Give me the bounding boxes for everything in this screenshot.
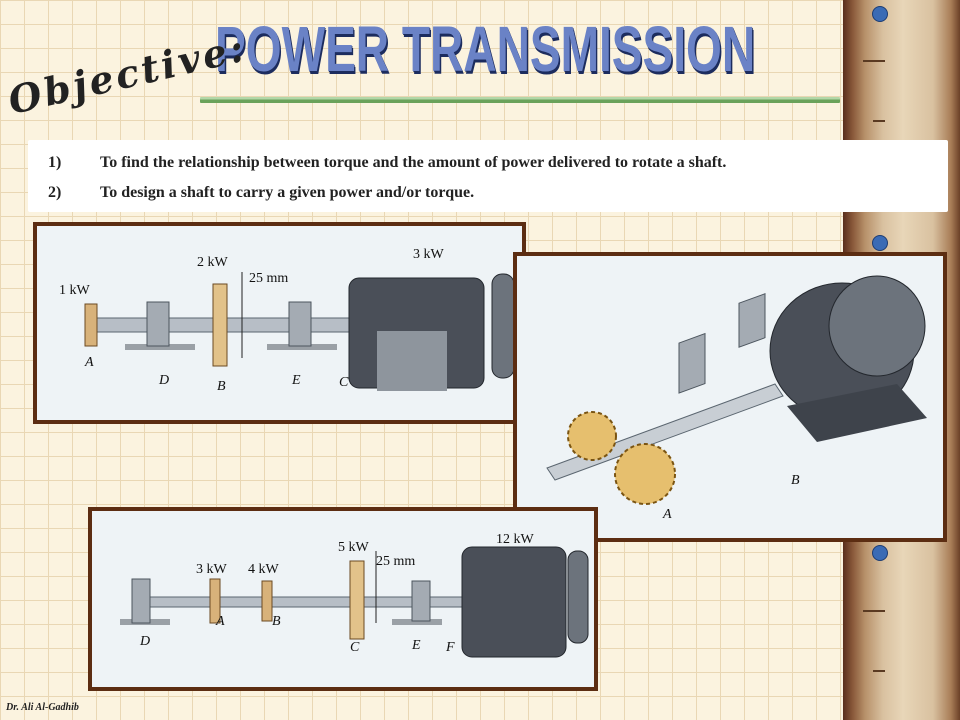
point-label: B [272,614,281,629]
power-label: 3 kW [196,562,228,577]
power-label: 4 kW [248,562,280,577]
motor-cover [567,550,589,644]
pulley-a [84,303,98,347]
dimension-label: 25 mm [249,271,288,286]
figure-shaft-2: 3 kW 4 kW 5 kW 12 kW 25 mm D A B C E F [88,507,598,691]
point-label: B [217,379,226,394]
dimension-label: 25 mm [376,554,415,569]
gear-b [261,580,273,622]
bearing-d [146,301,170,347]
objectives-box: 1) To find the relationship between torq… [28,140,948,212]
motor-cover [491,273,515,379]
ruler-tick [863,610,885,612]
bearing-d [131,578,151,624]
motor-foot [377,331,447,391]
motor [461,546,567,658]
point-label: E [411,638,421,653]
point-label: C [350,640,360,655]
power-label: 3 kW [413,247,445,262]
power-label: 1 kW [59,283,91,298]
title-divider [200,97,840,103]
motor-base [787,384,927,442]
ruler-tick [873,120,885,122]
gear-c [349,560,365,640]
objective-number: 2) [48,184,62,201]
point-label: A [215,614,225,629]
gear-a [209,578,221,624]
power-label: 5 kW [338,540,370,555]
ruler-tick [873,670,885,672]
point-label: D [139,634,150,649]
gear [614,443,676,505]
bearing-base [392,619,442,625]
ruler-marker [872,545,888,561]
point-label: B [791,473,800,488]
bearing-base [125,344,195,350]
point-label: A [662,507,672,522]
bearing-base [267,344,337,350]
objective-text: To find the relationship between torque … [100,154,727,171]
author-footer: Dr. Ali Al-Gadhib [6,702,79,713]
point-label: F [445,640,455,655]
gear [567,411,617,461]
bearing [678,332,706,394]
figure-motor-isometric: A B [513,252,947,542]
power-label: 12 kW [496,532,535,547]
slide-title: POWER TRANSMISSION [215,13,756,85]
objective-number: 1) [48,154,62,171]
objective-heading: Objective: [3,24,251,124]
bearing [738,293,766,348]
ruler-tick [863,60,885,62]
bearing-e [411,580,431,622]
gear-b [212,283,228,367]
ruler-marker [872,235,888,251]
point-label: D [158,373,169,388]
point-label: C [339,375,349,390]
objective-text: To design a shaft to carry a given power… [100,184,475,201]
figure-shaft-1: 1 kW 2 kW 3 kW 25 mm A D B E C [33,222,526,424]
point-label: E [291,373,301,388]
isometric-diagram: A B [517,256,943,538]
power-label: 2 kW [197,255,229,270]
motor-cover [828,275,926,377]
shaft-diagram-2: 3 kW 4 kW 5 kW 12 kW 25 mm D A B C E F [92,511,594,687]
bearing-e [288,301,312,347]
ruler-marker [872,6,888,22]
point-label: A [84,355,94,370]
shaft-diagram-1: 1 kW 2 kW 3 kW 25 mm A D B E C [37,226,522,420]
